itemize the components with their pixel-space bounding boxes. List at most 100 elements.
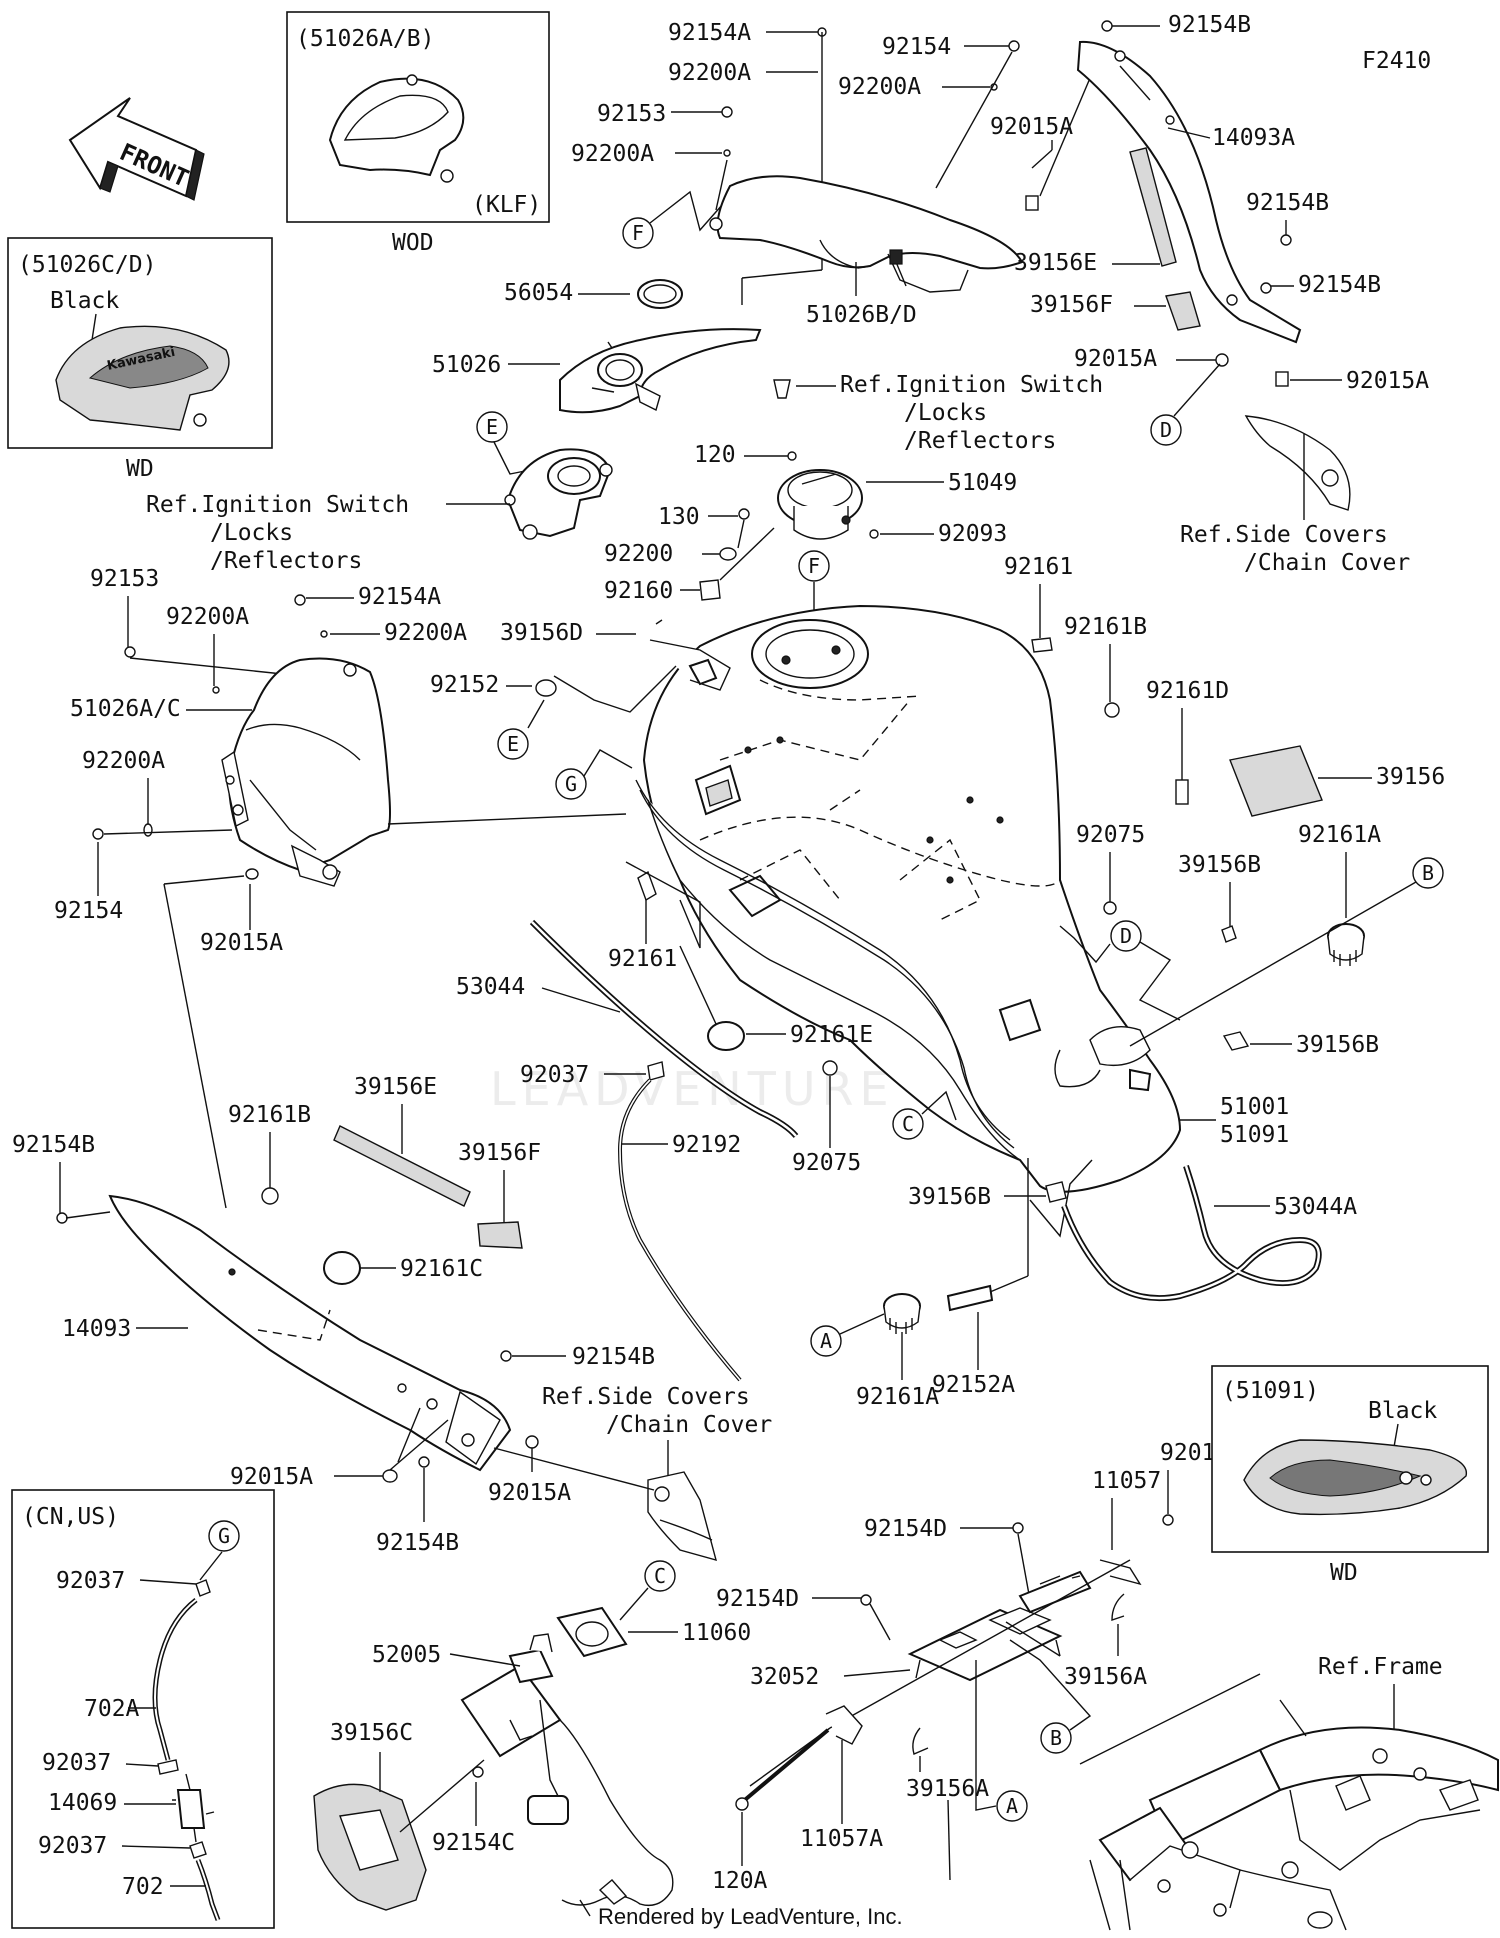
inset-wd-color: Black (50, 288, 119, 314)
callout-B-frame: B (1009, 1639, 1092, 1754)
part-92192-label: 92192 (672, 1132, 741, 1158)
part-39156F-pad-l (477, 1221, 523, 1249)
part-92161B-l: 92161B (228, 1102, 311, 1128)
part-51026AC-label: 51026A/C (70, 696, 181, 722)
inset-51091-color: Black (1368, 1398, 1437, 1424)
svg-text:D: D (1160, 418, 1172, 442)
part-11060-label: 11060 (682, 1620, 751, 1646)
callout-E-top: E (476, 411, 531, 475)
part-92153-l: 92153 (90, 566, 159, 592)
part-92154-top: 92154 (882, 34, 951, 60)
footer-credit: Rendered by LeadVenture, Inc. (598, 1904, 903, 1929)
part-92161-mid: 92161 (608, 946, 677, 972)
part-39156E-l: 39156E (354, 1074, 437, 1100)
side-cover-bracket-right (1244, 415, 1351, 511)
svg-text:E: E (486, 415, 498, 439)
svg-text:G: G (565, 772, 577, 796)
part-52005-label: 52005 (372, 1642, 441, 1668)
inset-wod-region: (KLF) (472, 192, 541, 218)
part-92037-g3: 92037 (38, 1833, 107, 1859)
svg-text:B: B (1422, 861, 1434, 885)
svg-text:G: G (218, 1524, 230, 1548)
part-39156B-c: 39156B (908, 1184, 991, 1210)
ignition-bracket (504, 448, 613, 540)
part-92160-label: 92160 (604, 578, 673, 604)
side-cover-bracket-center (647, 1471, 717, 1562)
callout-E-lower: E (497, 699, 545, 760)
part-14093-label: 14093 (62, 1316, 131, 1342)
part-51026BD-cover (709, 175, 1024, 293)
part-39156B-a: 39156B (1178, 852, 1261, 878)
part-92153-top: 92153 (597, 101, 666, 127)
part-52005-pump (460, 1633, 674, 1917)
part-11057A-clip (825, 1705, 863, 1745)
part-39156A-b: 39156A (906, 1776, 989, 1802)
part-92200A-l2: 92200A (384, 620, 467, 646)
callout-G-inset: G (199, 1520, 240, 1581)
ref-side-covers-c-1: Ref.Side Covers (542, 1384, 750, 1410)
part-51026BD-label: 51026B/D (806, 302, 917, 328)
part-92154D-b: 92154D (716, 1586, 799, 1612)
ref-ignition-top-2: /Locks (904, 400, 987, 426)
ref-ignition-left-1: Ref.Ignition Switch (146, 492, 409, 518)
part-39156B-b: 39156B (1296, 1032, 1379, 1058)
part-14069-label: 14069 (48, 1790, 117, 1816)
part-92161C-label: 92161C (400, 1256, 483, 1282)
part-92037-mid: 92037 (520, 1062, 589, 1088)
part-92154-l: 92154 (54, 898, 123, 924)
part-702-label: 702 (122, 1874, 164, 1900)
part-92161A-grommet-r (1327, 923, 1365, 966)
part-120-label: 120 (694, 442, 736, 468)
svg-text:A: A (1006, 1794, 1018, 1818)
part-11057-label: 11057 (1092, 1468, 1161, 1494)
part-51049-label: 51049 (948, 470, 1017, 496)
front-arrow-icon: FRONT (68, 97, 205, 201)
callout-D-tank: D (1059, 920, 1181, 1021)
part-120A-label: 120A (712, 1868, 768, 1894)
part-51026AC-cover (221, 657, 391, 887)
part-51026-tank-cover (559, 328, 762, 414)
callout-F-top: F (622, 190, 731, 249)
part-39156C-label: 39156C (330, 1720, 413, 1746)
ref-side-covers-c-2: /Chain Cover (606, 1412, 772, 1438)
inset-cn-us-variant: (CN,US) (22, 1504, 119, 1530)
part-51049-fuel-cap (777, 469, 863, 540)
part-92015A-c2: 92015A (488, 1480, 571, 1506)
part-92015A-c1: 92015A (230, 1464, 313, 1490)
callout-C-tank: C (892, 1090, 957, 1140)
svg-text:A: A (820, 1329, 832, 1353)
watermark: LEADVENTURE (490, 1062, 895, 1116)
part-92161A-r: 92161A (1298, 822, 1381, 848)
part-39156E-strip-r (1129, 147, 1177, 267)
callout-D-top: D (1150, 363, 1221, 446)
part-92037-g1: 92037 (56, 1568, 125, 1594)
inset-wd-variant: (51026C/D) (18, 252, 156, 278)
ref-ignition-top-3: /Reflectors (904, 428, 1056, 454)
ref-ignition-left-2: /Locks (210, 520, 293, 546)
part-92161A-grommet-b (883, 1293, 921, 1334)
svg-text:C: C (902, 1112, 914, 1136)
part-92161-top: 92161 (1004, 554, 1073, 580)
part-32052-label: 32052 (750, 1664, 819, 1690)
figure-id: F2410 (1362, 48, 1431, 74)
part-92161E-label: 92161E (790, 1022, 873, 1048)
part-32052-bracket (907, 1559, 1142, 1682)
part-92152-label: 92152 (430, 672, 499, 698)
part-39156C-pad (313, 1783, 427, 1911)
part-14093A-label: 14093A (1212, 125, 1295, 151)
part-39156E-strip-l (333, 1125, 471, 1207)
inset-wod-caption: WOD (392, 230, 434, 256)
svg-text:E: E (507, 732, 519, 756)
frame-drawing (1089, 1726, 1499, 1931)
part-39156D-label: 39156D (500, 620, 583, 646)
part-92154A-top: 92154A (668, 20, 751, 46)
part-39156E-r: 39156E (1014, 250, 1097, 276)
part-51001-label: 51001 (1220, 1094, 1289, 1120)
part-11060-gasket (556, 1606, 628, 1658)
svg-text:B: B (1050, 1726, 1062, 1750)
part-39156-label: 39156 (1376, 764, 1445, 790)
inset-wd-black: (51026C/D) Black Kawasaki WD (7, 237, 273, 482)
part-130-label: 130 (658, 504, 700, 530)
part-92200A-top: 92200A (668, 60, 751, 86)
